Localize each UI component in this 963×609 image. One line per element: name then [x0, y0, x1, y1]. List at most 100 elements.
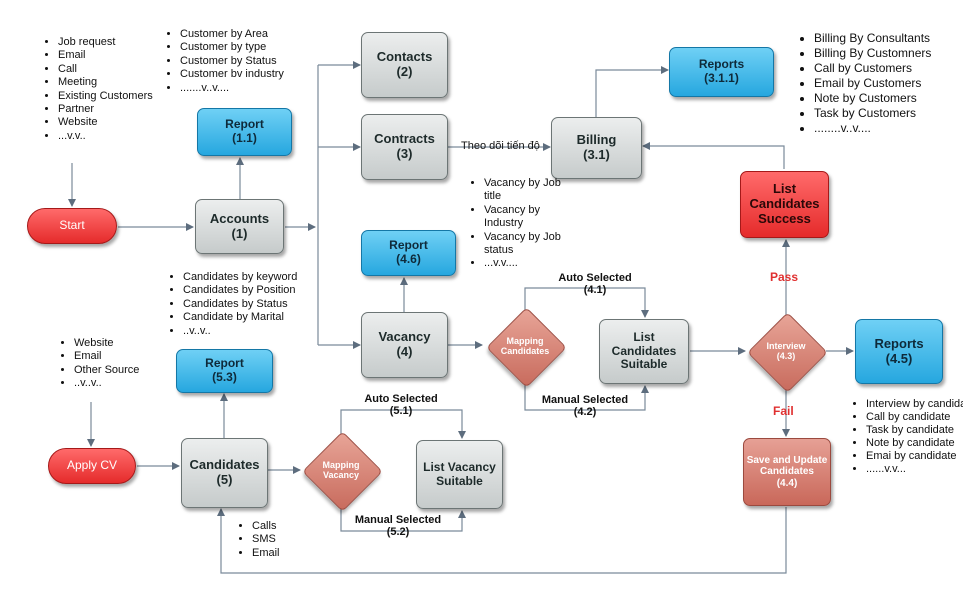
- accounts-title: Accounts: [209, 210, 270, 226]
- list-item: Call: [58, 63, 168, 76]
- save-update-candidates-node[interactable]: Save and Update Candidates (4.4): [743, 438, 831, 506]
- auto-selected-5-1-label: Auto Selected (5.1): [346, 393, 456, 417]
- list-item: Vacancy by Industry: [484, 204, 579, 231]
- report-4-6-title: Report: [389, 238, 428, 253]
- list-item: ..v..v..: [74, 377, 184, 390]
- report-1-1-code: (1.1): [232, 131, 257, 145]
- list-item: Interview by candidate: [866, 398, 963, 411]
- list-item: Vacancy by Job status: [484, 231, 579, 258]
- manual-4-2-title: Manual Selected: [541, 394, 629, 406]
- suitable-line-1: List: [633, 329, 655, 344]
- report-1-1-node[interactable]: Report (1.1): [197, 108, 292, 156]
- save-update-line-1: Save and Update: [746, 454, 828, 466]
- reports-3-1-1-code: (3.1.1): [704, 71, 739, 85]
- contracts-node[interactable]: Contracts (3): [361, 114, 448, 180]
- billing-node[interactable]: Billing (3.1): [551, 117, 642, 179]
- contacts-node[interactable]: Contacts (2): [361, 32, 448, 98]
- mapping-vacancy-decision[interactable]: Mapping Vacancy: [300, 430, 383, 512]
- reports-3-1-1-node[interactable]: Reports (3.1.1): [669, 47, 774, 97]
- list-item: Emai by candidate: [866, 450, 963, 463]
- connector-loop-back: [217, 507, 787, 574]
- fail-label: Fail: [773, 404, 794, 418]
- accounts-node[interactable]: Accounts (1): [195, 199, 284, 254]
- report-4-6-node[interactable]: Report (4.6): [361, 230, 456, 276]
- list-item: Email: [58, 49, 168, 62]
- list-item: Email: [252, 547, 332, 560]
- auto-5-1-title: Auto Selected: [364, 393, 438, 405]
- apply-cv-node[interactable]: Apply CV: [48, 448, 136, 484]
- auto-5-1-code: (5.1): [389, 405, 413, 417]
- start-node[interactable]: Start: [27, 208, 117, 244]
- list-item: Candidates by Status: [183, 298, 343, 311]
- contracts-title: Contracts: [374, 131, 435, 147]
- list-item: Customer bv industry: [180, 68, 330, 81]
- success-line-2: Candidates: [749, 196, 820, 212]
- list-item: Other Source: [74, 364, 184, 377]
- list-item: Candidate by Marital: [183, 311, 343, 324]
- list-item: Website: [74, 337, 184, 350]
- connector-success-to-billing: [642, 142, 785, 169]
- report-5-3-node[interactable]: Report (5.3): [176, 349, 273, 393]
- apply-cv-label: Apply CV: [66, 458, 118, 473]
- billing-code: (3.1): [583, 147, 610, 162]
- list-candidates-success-node[interactable]: List Candidates Success: [740, 171, 829, 238]
- manual-4-2-code: (4.2): [573, 406, 597, 418]
- vacancy-report-list: Vacancy by Job titleVacancy by IndustryV…: [460, 177, 579, 271]
- interview-report-list: Interview by candidateCall by candidateT…: [842, 398, 963, 476]
- reports-4-5-node[interactable]: Reports (4.5): [855, 319, 943, 384]
- list-item: Billing By Customners: [814, 46, 963, 61]
- list-item: Job request: [58, 36, 168, 49]
- suitable-line-2: Candidates: [611, 343, 677, 358]
- list-item: Existing Customers: [58, 90, 168, 103]
- list-item: SMS: [252, 533, 332, 546]
- billing-title: Billing: [576, 132, 617, 148]
- list-item: Website: [58, 116, 168, 129]
- vacancy-title: Vacancy: [378, 329, 431, 345]
- interview-decision[interactable]: Interview (4.3): [745, 311, 828, 393]
- list-item: Calls: [252, 520, 332, 533]
- interview-code: (4.3): [776, 351, 796, 361]
- list-candidates-suitable-node[interactable]: List Candidates Suitable: [599, 319, 689, 384]
- vacancy-code: (4): [396, 344, 413, 359]
- vacancy-node[interactable]: Vacancy (4): [361, 312, 448, 378]
- list-item: ..v..v..: [183, 325, 343, 338]
- manual-selected-5-2-label: Manual Selected (5.2): [343, 514, 453, 538]
- reports-3-1-1-title: Reports: [698, 57, 745, 72]
- report-5-3-code: (5.3): [212, 370, 237, 384]
- vacancy-suitable-line-2: Suitable: [436, 473, 483, 488]
- list-item: Task by candidate: [866, 424, 963, 437]
- list-item: Note by Customers: [814, 91, 963, 106]
- connector-billing-to-reports311: [595, 66, 669, 117]
- list-item: .......v..v....: [180, 82, 330, 95]
- list-item: Vacancy by Job title: [484, 177, 579, 204]
- customer-report-list: Customer by AreaCustomer by typeCustomer…: [156, 28, 330, 95]
- contacts-code: (2): [396, 64, 413, 79]
- list-item: Email: [74, 350, 184, 363]
- success-line-1: List: [772, 181, 797, 197]
- report-5-3-title: Report: [205, 356, 244, 371]
- interview-title: Interview: [766, 340, 806, 351]
- candidates-code: (5): [216, 472, 233, 487]
- reports-4-5-code: (4.5): [885, 350, 913, 366]
- auto-4-1-code: (4.1): [583, 284, 607, 296]
- candidates-node[interactable]: Candidates (5): [181, 438, 268, 508]
- mapping-vacancy-line-2: Vacancy: [322, 470, 360, 480]
- reports-4-5-title: Reports: [874, 335, 924, 351]
- list-item: Call by candidate: [866, 411, 963, 424]
- report-1-1-title: Report: [225, 117, 264, 132]
- list-vacancy-suitable-node[interactable]: List Vacancy Suitable: [416, 440, 503, 509]
- connector-mapping-auto: [524, 287, 649, 318]
- list-item: Billing By Consultants: [814, 31, 963, 46]
- list-item: Candidates by keyword: [183, 271, 343, 284]
- list-item: ......v.v...: [866, 463, 963, 476]
- mapping-candidates-decision[interactable]: Mapping Candidates: [483, 306, 567, 388]
- list-item: Call by Customers: [814, 61, 963, 76]
- candidate-report-list: Candidates by keywordCandidates by Posit…: [159, 271, 343, 338]
- billing-report-list: Billing By ConsultantsBilling By Customn…: [790, 31, 963, 136]
- auto-4-1-title: Auto Selected: [558, 272, 632, 284]
- contacts-title: Contacts: [376, 49, 433, 65]
- list-item: Task by Customers: [814, 106, 963, 121]
- save-update-line-2: Candidates: [760, 466, 814, 478]
- manual-selected-4-2-label: Manual Selected (4.2): [530, 394, 640, 418]
